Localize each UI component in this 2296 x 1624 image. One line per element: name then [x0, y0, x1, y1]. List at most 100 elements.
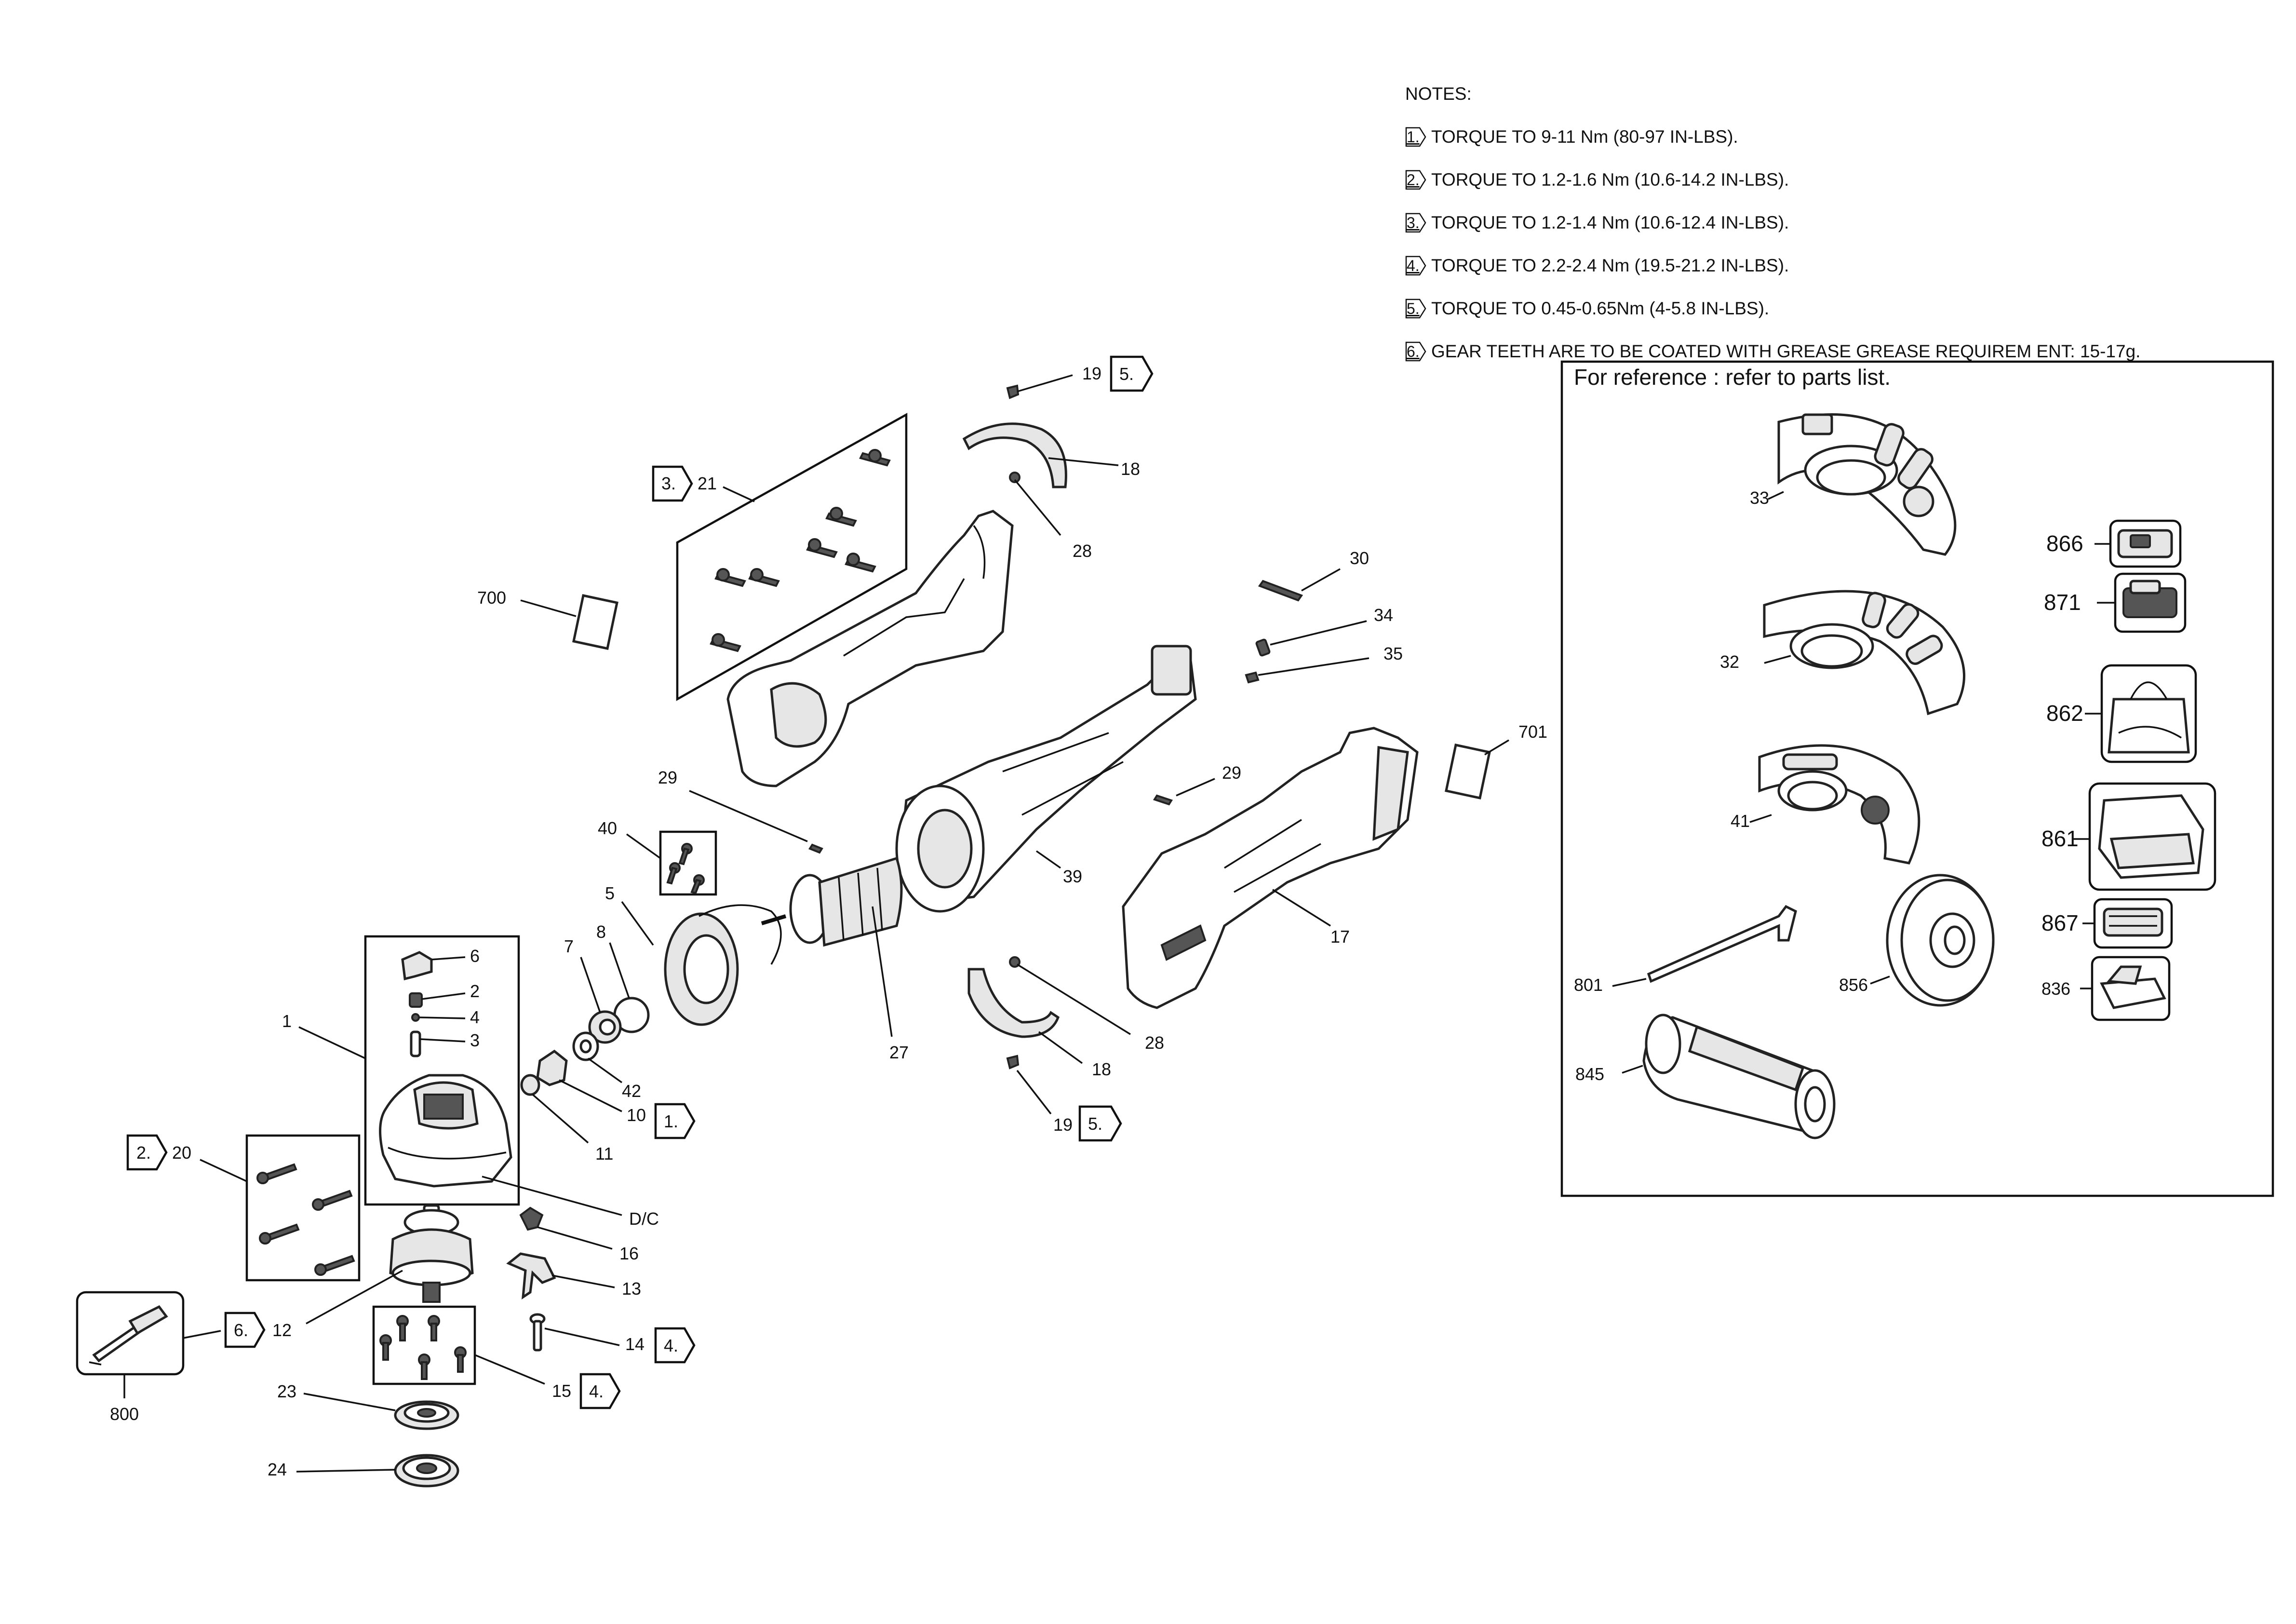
label-28a: 28 — [1073, 541, 1092, 561]
leader-6 — [431, 956, 466, 961]
leader-845 — [1622, 1065, 1643, 1074]
label-13: 13 — [622, 1279, 641, 1299]
label-17: 17 — [1330, 927, 1350, 947]
label-40: 40 — [598, 818, 617, 838]
flag-1 — [654, 1103, 696, 1139]
label-19b: 19 — [1053, 1115, 1073, 1135]
label-6: 6 — [470, 946, 480, 966]
note-3: 3. TORQUE TO 1.2-1.4 Nm (10.6-12.4 IN-LB… — [1405, 201, 2273, 244]
leader-15 — [474, 1354, 545, 1385]
label-8: 8 — [596, 922, 606, 942]
leader-34 — [1270, 620, 1367, 646]
note-text-2: TORQUE TO 1.2-1.6 Nm (10.6-14.2 IN-LBS). — [1431, 170, 1789, 189]
accessory-861-thumbnail — [2088, 782, 2216, 891]
leader-23 — [303, 1393, 396, 1411]
label-15: 15 — [552, 1381, 571, 1401]
screw-set-40-panel — [659, 830, 717, 896]
armature-27 — [761, 856, 903, 947]
accessory-871-thumbnail — [2114, 572, 2187, 633]
note-text-4: TORQUE TO 2.2-2.4 Nm (19.5-21.2 IN-LBS). — [1431, 256, 1789, 275]
label-18b: 18 — [1092, 1059, 1111, 1079]
leader-2 — [421, 992, 466, 1000]
flag-4a — [654, 1327, 696, 1364]
bumper-18-top — [962, 422, 1067, 488]
note-flag-4: 4. — [1405, 255, 1426, 277]
label-16: 16 — [619, 1244, 639, 1263]
guard-33-illustration — [1777, 413, 1957, 556]
ref-label-866: 866 — [2046, 531, 2083, 556]
pin-29-left — [808, 843, 823, 854]
label-701: 701 — [1518, 722, 1547, 742]
accessory-862-thumbnail — [2100, 664, 2197, 763]
ref-label-867: 867 — [2041, 910, 2079, 935]
leader-DC — [482, 1176, 622, 1216]
leader-12 — [306, 1270, 403, 1325]
bumper-18-bottom — [967, 968, 1060, 1038]
guard-41-illustration — [1758, 744, 1920, 865]
label-12: 12 — [272, 1320, 292, 1340]
ref-label-32: 32 — [1720, 652, 1739, 672]
label-4: 4 — [470, 1007, 480, 1027]
fan-baffle-5 — [664, 904, 782, 1026]
motor-assembly-39 — [895, 645, 1197, 913]
screw-19-bottom — [1006, 1055, 1020, 1069]
note-flag-1: 1. — [1405, 126, 1426, 148]
notes-heading: NOTES: — [1405, 84, 1472, 104]
leader-42 — [587, 1057, 623, 1083]
note-text-5: TORQUE TO 0.45-0.65Nm (4-5.8 IN-LBS). — [1431, 298, 1770, 318]
label-10: 10 — [627, 1105, 646, 1125]
part-16 — [519, 1206, 544, 1231]
note-6: 6. GEAR TEETH ARE TO BE COATED WITH GREA… — [1405, 330, 2273, 373]
leader-28b — [1017, 963, 1131, 1035]
leader-801 — [1612, 978, 1647, 987]
screw-35 — [1245, 671, 1260, 684]
label-19a: 19 — [1082, 364, 1101, 383]
leader-19a — [1017, 374, 1073, 392]
ref-label-845: 845 — [1575, 1064, 1604, 1084]
label-21: 21 — [698, 474, 717, 493]
accessory-866-thumbnail — [2109, 519, 2182, 568]
label-23: 23 — [277, 1381, 296, 1401]
note-1: 1. TORQUE TO 9-11 Nm (80-97 IN-LBS). — [1405, 115, 2273, 158]
leader-4 — [419, 1016, 466, 1019]
label-11: 11 — [595, 1144, 613, 1164]
screw-14 — [529, 1313, 546, 1352]
spring-2 — [409, 992, 423, 1008]
leader-40 — [626, 833, 661, 859]
flag-3-text: 3. — [661, 474, 676, 493]
notes-block: NOTES: 1. TORQUE TO 9-11 Nm (80-97 IN-LB… — [1405, 72, 2273, 373]
note-flag-5: 5. — [1405, 298, 1426, 320]
leader-18b — [1038, 1031, 1083, 1064]
label-35: 35 — [1383, 644, 1403, 663]
ref-label-801: 801 — [1574, 975, 1603, 995]
label-7: 7 — [564, 936, 574, 956]
housing-half-lower-17 — [1122, 727, 1419, 1009]
flag-2-text: 2. — [136, 1143, 151, 1163]
ref-label-41: 41 — [1731, 811, 1750, 831]
leader-32 — [1764, 655, 1791, 664]
leader-29a — [689, 790, 808, 842]
flag-6-text: 6. — [234, 1320, 248, 1340]
label-14: 14 — [625, 1334, 644, 1354]
label-34: 34 — [1374, 605, 1393, 625]
flag-4a-text: 4. — [664, 1336, 678, 1355]
leader-24 — [296, 1469, 396, 1473]
grease-tool-800 — [89, 1305, 168, 1366]
label-700: 700 — [477, 588, 506, 608]
leader-18a — [1048, 457, 1119, 466]
hex-wrench-801-illustration — [1647, 905, 1797, 983]
label-18a: 18 — [1121, 459, 1140, 479]
pin-30 — [1258, 580, 1303, 602]
guard-32-illustration — [1763, 590, 1966, 716]
leader-800-flag — [183, 1330, 221, 1339]
leader-33 — [1768, 491, 1784, 500]
ref-label-861: 861 — [2041, 826, 2079, 851]
label-29b: 29 — [1222, 763, 1241, 783]
leader-14 — [544, 1327, 620, 1346]
pin-3 — [410, 1030, 421, 1057]
leader-16 — [537, 1226, 613, 1250]
housing-half-upper — [726, 510, 1014, 787]
ball-4 — [411, 1013, 420, 1022]
leader-19b — [1016, 1069, 1052, 1115]
